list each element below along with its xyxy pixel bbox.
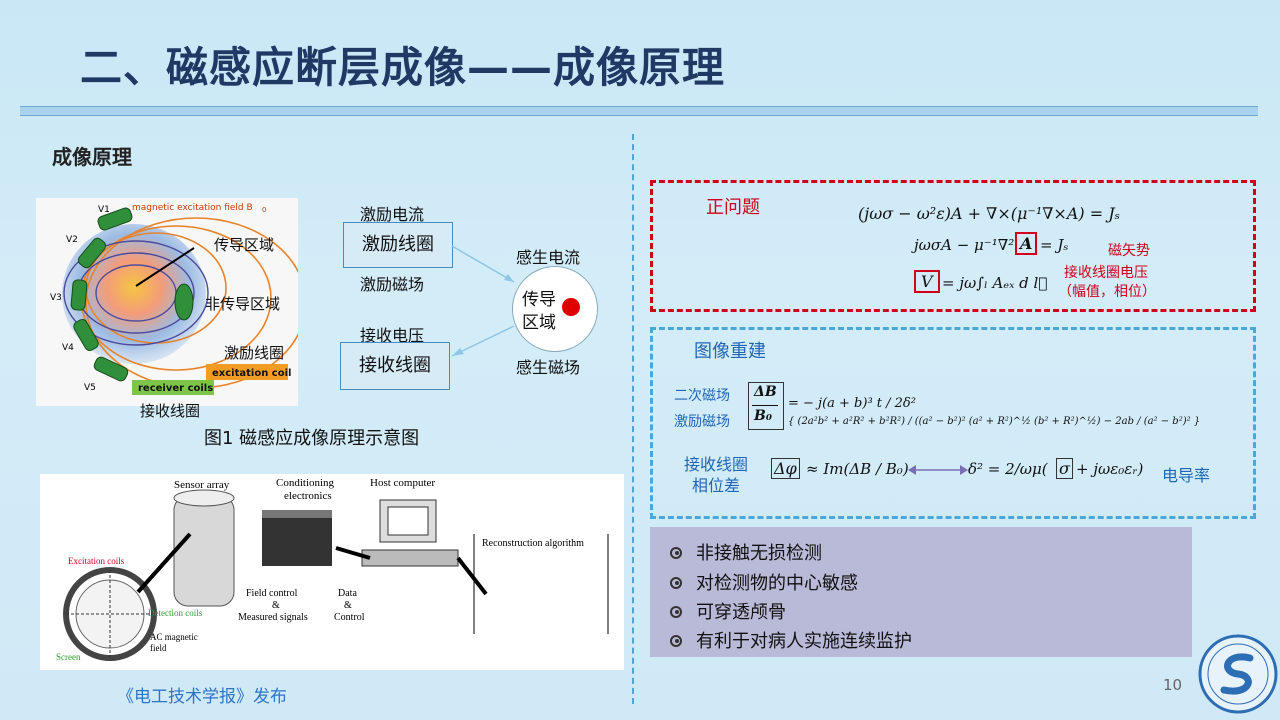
- title-underline: [20, 106, 1258, 116]
- feature-text: 可穿透颅骨: [696, 602, 786, 623]
- svg-text:&: &: [272, 600, 280, 611]
- svg-text:Control: Control: [334, 612, 365, 623]
- label-excite-field: 激励磁场: [674, 414, 730, 430]
- vertical-divider: [632, 134, 634, 704]
- red-dot: [562, 298, 580, 316]
- svg-text:V5: V5: [84, 383, 96, 393]
- svg-text:Excitation coils: Excitation coils: [68, 556, 125, 566]
- forward-eq3-right: = jω∫ₗ Aₑₓ d l⃗: [942, 274, 1048, 292]
- svg-text:0: 0: [262, 206, 266, 214]
- swirl-bullet-icon: [670, 543, 682, 559]
- features-panel: 非接触无损检测 对检测物的中心敏感 可穿透颅骨 有利于对病人实施连续监护: [650, 527, 1192, 657]
- frac-bottom: B₀: [754, 408, 772, 424]
- swirl-bullet-icon: [670, 631, 682, 647]
- svg-text:AC magnetic: AC magnetic: [150, 632, 198, 642]
- feature-text: 有利于对病人实施连续监护: [696, 631, 912, 652]
- flow-arrows: [451, 245, 515, 357]
- reconstruction-title: 图像重建: [694, 341, 766, 362]
- sigma-boxed: σ: [1056, 458, 1073, 479]
- forward-problem-box: [650, 180, 1256, 312]
- svg-text:Data: Data: [338, 588, 357, 599]
- delta-eq: δ² = 2/ωμ(: [968, 460, 1048, 478]
- flow-excite-coil-box: 激励线圈: [343, 222, 453, 268]
- label-receive-phase-1: 接收线圈: [684, 455, 749, 474]
- phase-boxed: Δφ: [771, 458, 800, 479]
- flow-induced-current: 感生电流: [516, 248, 581, 267]
- head-coils-diagram: magnetic excitation field B 0 V1 V2 V3 V…: [50, 203, 307, 395]
- svg-text:Reconstruction algorithm: Reconstruction algorithm: [482, 538, 584, 549]
- svg-text:V2: V2: [66, 235, 78, 245]
- svg-text:Conditioning: Conditioning: [276, 477, 335, 489]
- forward-eq1: (jωσ − ω²ε)A + ∇×(μ⁻¹∇×A) = Jₛ: [858, 204, 1121, 223]
- frac-top: ΔB: [754, 384, 777, 400]
- label-conductivity: 电导率: [1162, 466, 1211, 485]
- figure1-illustration: magnetic excitation field B 0 V1 V2 V3 V…: [36, 198, 307, 406]
- circle-text-line2: 区域: [522, 313, 556, 333]
- page-number: 10: [1163, 676, 1183, 694]
- system-diagram-svg: Sensor array Conditioning electronics Ho…: [56, 477, 609, 662]
- feature-text: 对检测物的中心敏感: [696, 573, 858, 594]
- university-logo-icon: [1198, 634, 1278, 714]
- svg-text:field: field: [150, 643, 167, 653]
- figure1-caption: 图1 磁感应成像原理示意图: [204, 428, 420, 449]
- recon-eq-rhs2: { (2a²b² + a²R² + b²R²) / ((a² − b²)² (a…: [788, 416, 1201, 427]
- flow-induced-field: 感生磁场: [516, 358, 581, 377]
- delta-eq-tail: + jωε₀εᵣ): [1076, 460, 1144, 478]
- phase-eq: ≈ Im(ΔB / B₀): [806, 460, 909, 478]
- forward-problem-title: 正问题: [706, 197, 760, 218]
- note-amp-phase: （幅值，相位）: [1058, 284, 1156, 300]
- feature-item: 有利于对病人实施连续监护: [670, 627, 912, 653]
- svg-text:electronics: electronics: [284, 490, 332, 502]
- svg-text:receiver coils: receiver coils: [138, 383, 213, 394]
- slide-title: 二、磁感应断层成像——成像原理: [80, 43, 726, 92]
- swirl-bullet-icon: [670, 602, 682, 618]
- recon-eq-rhs1: = − j(a + b)³ t / 2δ²: [788, 396, 916, 411]
- feature-item: 对检测物的中心敏感: [670, 569, 858, 595]
- label-secondary-field: 二次磁场: [674, 388, 730, 404]
- flow-excite-field: 激励磁场: [360, 275, 425, 294]
- figure2-system-diagram: Sensor array Conditioning electronics Ho…: [40, 474, 624, 670]
- annot-nonconduct-region: 非传导区域: [205, 295, 281, 313]
- forward-eq3-boxed-V: V: [914, 270, 940, 293]
- flow-receive-voltage: 接收电压: [360, 326, 425, 345]
- feature-item: 可穿透颅骨: [670, 598, 786, 624]
- svg-text:excitation coil: excitation coil: [212, 368, 291, 379]
- annot-receive-coil: 接收线圈: [140, 402, 201, 420]
- frac-box: [748, 382, 784, 430]
- note-vector-potential: 磁矢势: [1108, 243, 1150, 259]
- flow-excite-current: 激励电流: [360, 205, 425, 224]
- svg-text:Measured signals: Measured signals: [238, 612, 308, 623]
- svg-text:&: &: [344, 600, 352, 611]
- section-label: 成像原理: [52, 145, 132, 169]
- label-receive-phase-2: 相位差: [692, 476, 741, 495]
- forward-eq2-right: = Jₛ: [1040, 236, 1069, 254]
- swirl-bullet-icon: [670, 573, 682, 589]
- frac-line: [752, 405, 778, 406]
- source-citation: 《电工技术学报》发布: [117, 687, 287, 707]
- fig1-field-label: magnetic excitation field B: [132, 203, 253, 213]
- svg-text:V1: V1: [98, 205, 110, 215]
- svg-text:Host computer: Host computer: [370, 477, 435, 489]
- svg-text:V3: V3: [50, 293, 62, 303]
- annot-conduct-region: 传导区域: [214, 236, 275, 254]
- feature-item: 非接触无损检测: [670, 539, 822, 565]
- flow-receive-coil-box: 接收线圈: [340, 342, 450, 390]
- forward-eq2-left: jωσA − μ⁻¹∇²: [914, 236, 1015, 254]
- svg-text:V4: V4: [62, 343, 74, 353]
- circle-text-line1: 传导: [522, 290, 556, 310]
- svg-text:Sensor array: Sensor array: [174, 479, 230, 491]
- reconstruction-box: [650, 327, 1256, 519]
- annot-excite-coil: 激励线圈: [224, 344, 285, 362]
- forward-eq2-boxed-A: A: [1015, 232, 1038, 255]
- svg-text:Field control: Field control: [246, 588, 298, 599]
- feature-text: 非接触无损检测: [696, 543, 822, 564]
- conduct-region-circle: [512, 266, 598, 352]
- double-arrow: [908, 465, 968, 475]
- note-receive-voltage: 接收线圈电压: [1064, 265, 1148, 281]
- svg-text:Screen: Screen: [56, 652, 81, 662]
- svg-text:Detection coils: Detection coils: [148, 608, 203, 618]
